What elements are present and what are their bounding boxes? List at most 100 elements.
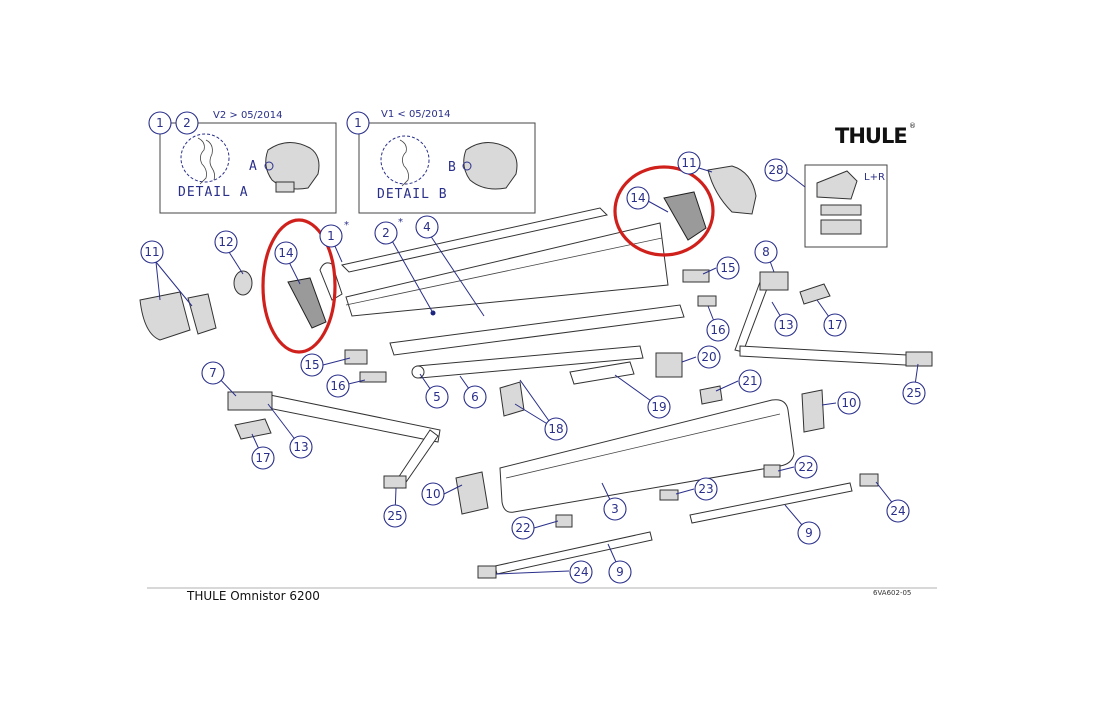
detail-28-note: L+R — [864, 172, 885, 183]
end-cap-right-11 — [707, 165, 757, 215]
detail-28-panel: 28 L+R — [764, 158, 888, 248]
clip-22-right — [763, 464, 781, 478]
callout-22-right: 22 — [794, 455, 818, 479]
cap-17-left — [234, 418, 272, 440]
svg-text:25: 25 — [906, 386, 921, 400]
callout-9-right: 9 — [797, 521, 821, 545]
end-plug-12 — [233, 270, 253, 296]
model-caption: THULE Omnistor 6200 — [186, 589, 320, 603]
clip-21 — [699, 385, 723, 405]
logo-text: THULE — [835, 124, 907, 148]
svg-text:10: 10 — [841, 396, 856, 410]
callout-12: 12 — [214, 230, 238, 254]
callout-detail-a-2: 2 — [175, 111, 199, 135]
callout-16-right: 16 — [706, 318, 730, 342]
detail-b-panel: V1 < 05/2014 1 DETAIL B B — [346, 109, 536, 214]
drawing-code: 6VA602-05 — [873, 589, 911, 597]
svg-text:23: 23 — [698, 482, 713, 496]
callout-14-right: 14 — [626, 186, 650, 210]
callout-detail-b-1: 1 — [346, 111, 370, 135]
svg-text:16: 16 — [710, 323, 725, 337]
rail-clip-19 — [569, 361, 635, 385]
detail-b-version: V1 < 05/2014 — [381, 109, 450, 120]
svg-text:24: 24 — [890, 504, 905, 518]
svg-text:10: 10 — [425, 487, 440, 501]
svg-text:1: 1 — [156, 116, 164, 130]
svg-text:17: 17 — [827, 318, 842, 332]
callout-7: 7 — [201, 361, 225, 385]
svg-text:16: 16 — [330, 379, 345, 393]
hook-18 — [499, 381, 525, 417]
callout-11-left: 11 — [140, 240, 164, 264]
svg-text:6: 6 — [471, 390, 479, 404]
detail-a-panel: V2 > 05/2014 1 2 DETAIL A A — [148, 110, 337, 214]
highlight-ring-left — [261, 218, 337, 354]
callout-24-left: 24 — [569, 560, 593, 584]
callout-9-left: 9 — [608, 560, 632, 584]
svg-text:15: 15 — [304, 358, 319, 372]
svg-text:2: 2 — [183, 116, 191, 130]
svg-text:20: 20 — [701, 350, 716, 364]
left-arm — [227, 391, 441, 489]
callout-25-left: 25 — [383, 504, 407, 528]
highlight-ring-right — [613, 165, 715, 257]
logo-registered: ® — [909, 122, 916, 130]
callout-10-left: 10 — [421, 482, 445, 506]
detail-b-title: DETAIL B — [377, 187, 448, 202]
callout-23: 23 — [694, 477, 718, 501]
svg-text:2: 2 — [382, 226, 390, 240]
pin-16-left — [359, 371, 387, 383]
svg-text:25: 25 — [387, 509, 402, 523]
bracket-left-14 — [287, 277, 327, 329]
svg-text:1: 1 — [354, 116, 362, 130]
svg-text:24: 24 — [573, 565, 588, 579]
svg-text:18: 18 — [548, 422, 563, 436]
svg-text:19: 19 — [651, 400, 666, 414]
thule-logo: THULE ® — [835, 122, 916, 148]
clip-22-left — [555, 514, 573, 528]
callout-5: 5 — [425, 385, 449, 409]
svg-text:21: 21 — [742, 374, 757, 388]
svg-text:8: 8 — [762, 245, 770, 259]
detail-b-letter: B — [448, 160, 457, 175]
callout-17-right: 17 — [823, 313, 847, 337]
svg-text:11: 11 — [144, 245, 159, 259]
svg-text:1: 1 — [327, 229, 335, 243]
callout-21: 21 — [738, 369, 762, 393]
callout-14-left: 14 — [274, 241, 298, 265]
end-cap-10-left — [455, 471, 489, 515]
callout-2: 2 — [374, 221, 398, 245]
fabric-roller — [411, 345, 644, 379]
callout-15-left: 15 — [300, 353, 324, 377]
svg-text:13: 13 — [778, 318, 793, 332]
callout-6: 6 — [463, 385, 487, 409]
callout-17-left: 17 — [251, 446, 275, 470]
callout-16-left: 16 — [326, 374, 350, 398]
svg-text:12: 12 — [218, 235, 233, 249]
box-20 — [655, 352, 683, 378]
svg-text:3: 3 — [611, 502, 619, 516]
detail-a-title: DETAIL A — [178, 185, 249, 200]
front-profile — [499, 399, 795, 513]
callout-15-right: 15 — [716, 256, 740, 280]
svg-text:4: 4 — [423, 220, 431, 234]
svg-text:15: 15 — [720, 261, 735, 275]
callout-bubbles: 11 12 14 1 * 2 * 4 14 11 15 8 15 16 16 1… — [140, 151, 926, 584]
svg-text:28: 28 — [768, 163, 783, 177]
callout-24-right: 24 — [886, 499, 910, 523]
svg-text:11: 11 — [681, 156, 696, 170]
asterisk-2: * — [398, 217, 403, 228]
svg-text:7: 7 — [209, 366, 217, 380]
svg-text:5: 5 — [433, 390, 441, 404]
cap-17-right — [799, 283, 831, 305]
clip-15-right — [682, 269, 710, 283]
callout-28: 28 — [764, 158, 788, 182]
detail-a-letter: A — [249, 159, 258, 174]
callout-25-right: 25 — [902, 381, 926, 405]
callout-4: 4 — [415, 215, 439, 239]
bracket-right-14 — [663, 191, 707, 241]
end-cap-10-right — [801, 389, 825, 433]
callout-11-right: 11 — [677, 151, 701, 175]
svg-text:22: 22 — [515, 521, 530, 535]
callout-20: 20 — [697, 345, 721, 369]
